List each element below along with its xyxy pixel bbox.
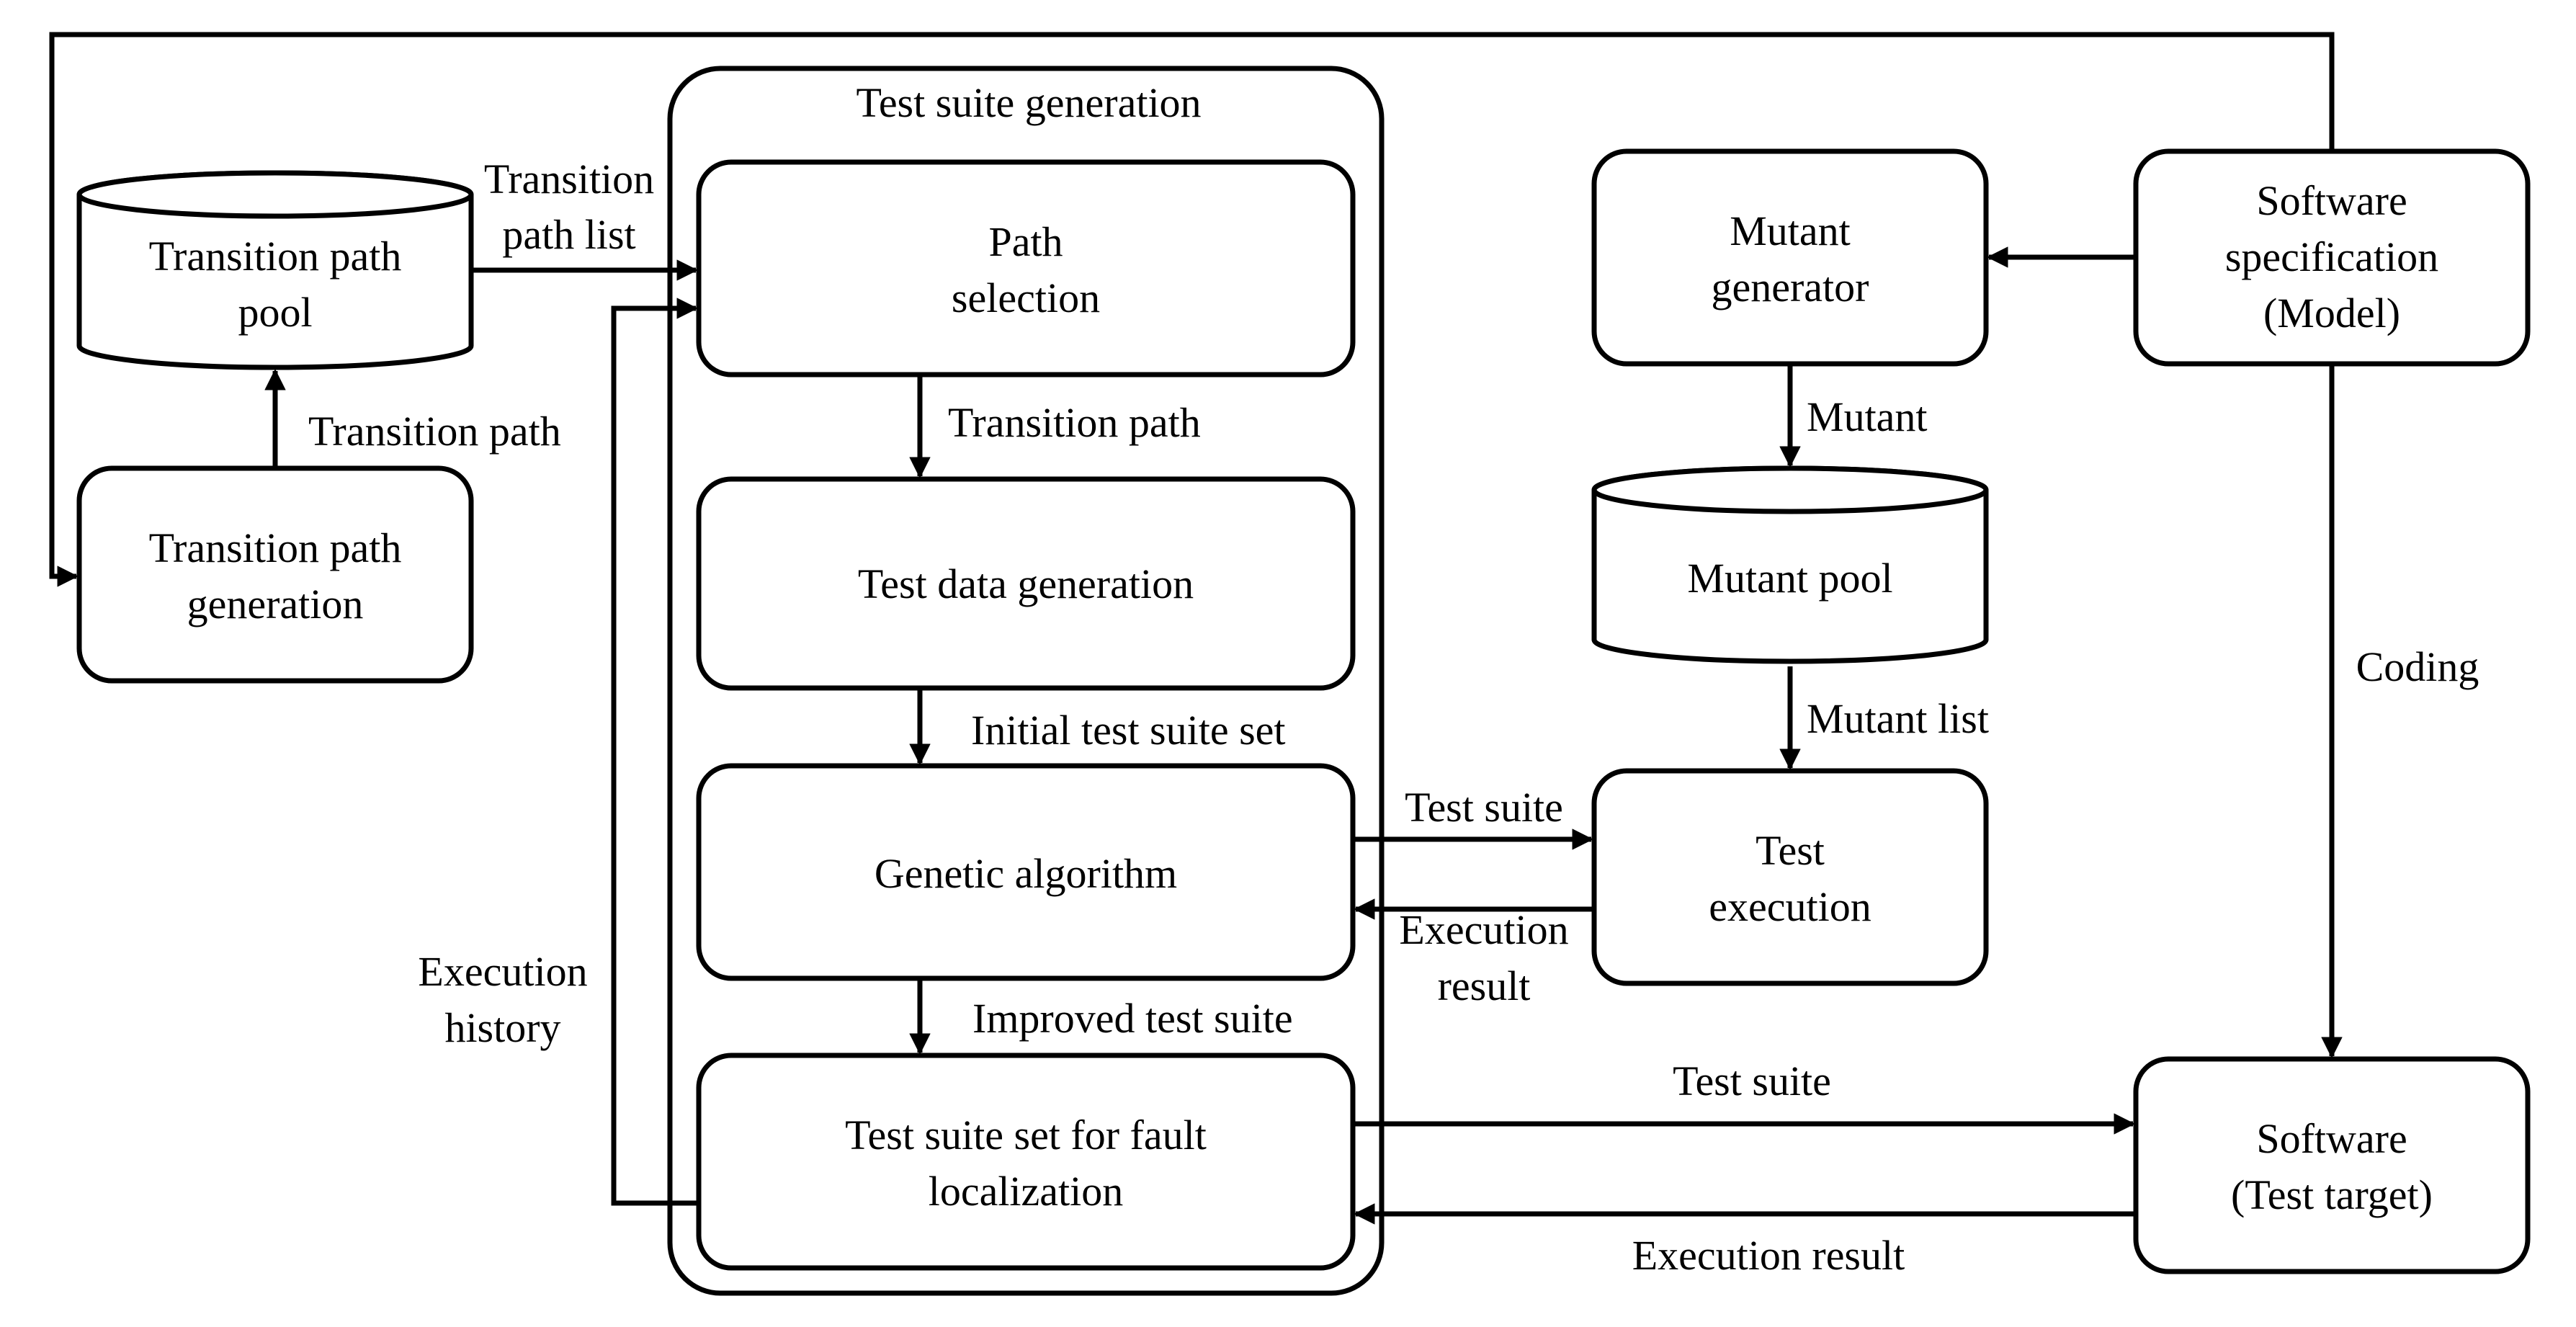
label-mutant: Mutant	[1807, 393, 1928, 440]
edge-spec-to-transition-generation	[49, 32, 2335, 587]
genetic-algorithm-label: Genetic algorithm	[875, 850, 1177, 897]
label-test-suite-to-execution: Test suite	[1405, 784, 1563, 831]
label-initial-test-suite-set: Initial test suite set	[971, 707, 1286, 754]
label-execution-result-from-software: Execution result	[1632, 1232, 1905, 1279]
software-specification-node: Software specification (Model)	[2133, 148, 2531, 367]
label-execution-history-2: history	[444, 1004, 560, 1051]
label-transition-path-up: Transition path	[308, 408, 561, 455]
genetic-algorithm-node: Genetic algorithm	[696, 763, 1356, 981]
mutant-generator-label-2: generator	[1712, 264, 1869, 310]
label-transition-path-list-2: path list	[502, 211, 635, 258]
transition-path-generation-node: Transition path generation	[76, 465, 474, 684]
label-execution-result-from-execution-1: Execution	[1399, 906, 1568, 953]
label-transition-path-down: Transition path	[948, 399, 1201, 446]
path-selection-label-1: Path	[988, 218, 1063, 265]
transition-path-generation-label-1: Transition path	[149, 524, 402, 571]
test-suite-set-node: Test suite set for fault localization	[696, 1053, 1356, 1271]
label-mutant-list: Mutant list	[1807, 695, 1989, 742]
software-test-target-label-2: (Test target)	[2231, 1171, 2433, 1218]
label-execution-result-from-execution-2: result	[1438, 962, 1531, 1009]
mutant-generator-label-1: Mutant	[1730, 207, 1851, 254]
test-execution-node: Test execution	[1591, 768, 1989, 986]
software-test-target-node: Software (Test target)	[2133, 1056, 2531, 1274]
transition-path-pool-node: Transition path pool	[76, 170, 474, 370]
label-transition-path-list-1: Transition	[484, 156, 654, 202]
test-data-generation-node: Test data generation	[696, 476, 1356, 691]
path-selection-label-2: selection	[952, 274, 1100, 321]
test-suite-set-label-2: localization	[929, 1168, 1124, 1215]
transition-path-pool-label-1: Transition path	[149, 233, 402, 280]
mutant-pool-node: Mutant pool	[1591, 465, 1989, 664]
label-execution-history-1: Execution	[418, 948, 587, 995]
test-execution-label-2: execution	[1709, 883, 1871, 930]
group-title: Test suite generation	[856, 79, 1201, 126]
software-test-target-label-1: Software	[2256, 1115, 2407, 1162]
edge-execution-history	[611, 298, 699, 1206]
software-specification-label-1: Software	[2256, 177, 2407, 224]
transition-path-pool-label-2: pool	[238, 289, 312, 336]
label-coding: Coding	[2356, 643, 2479, 690]
test-suite-generation-group	[667, 66, 1385, 1296]
label-improved-test-suite: Improved test suite	[972, 995, 1293, 1042]
software-specification-label-2: specification	[2225, 233, 2438, 280]
label-test-suite-to-software: Test suite	[1673, 1058, 1831, 1104]
transition-path-generation-label-2: generation	[187, 581, 364, 627]
mutant-pool-label: Mutant pool	[1687, 555, 1892, 602]
test-data-generation-label: Test data generation	[858, 560, 1194, 607]
mutant-generator-node: Mutant generator	[1591, 148, 1989, 367]
test-execution-label-1: Test	[1756, 827, 1825, 874]
test-suite-set-label-1: Test suite set for fault	[845, 1112, 1207, 1158]
path-selection-node: Path selection	[696, 159, 1356, 377]
software-specification-label-3: (Model)	[2263, 290, 2400, 336]
